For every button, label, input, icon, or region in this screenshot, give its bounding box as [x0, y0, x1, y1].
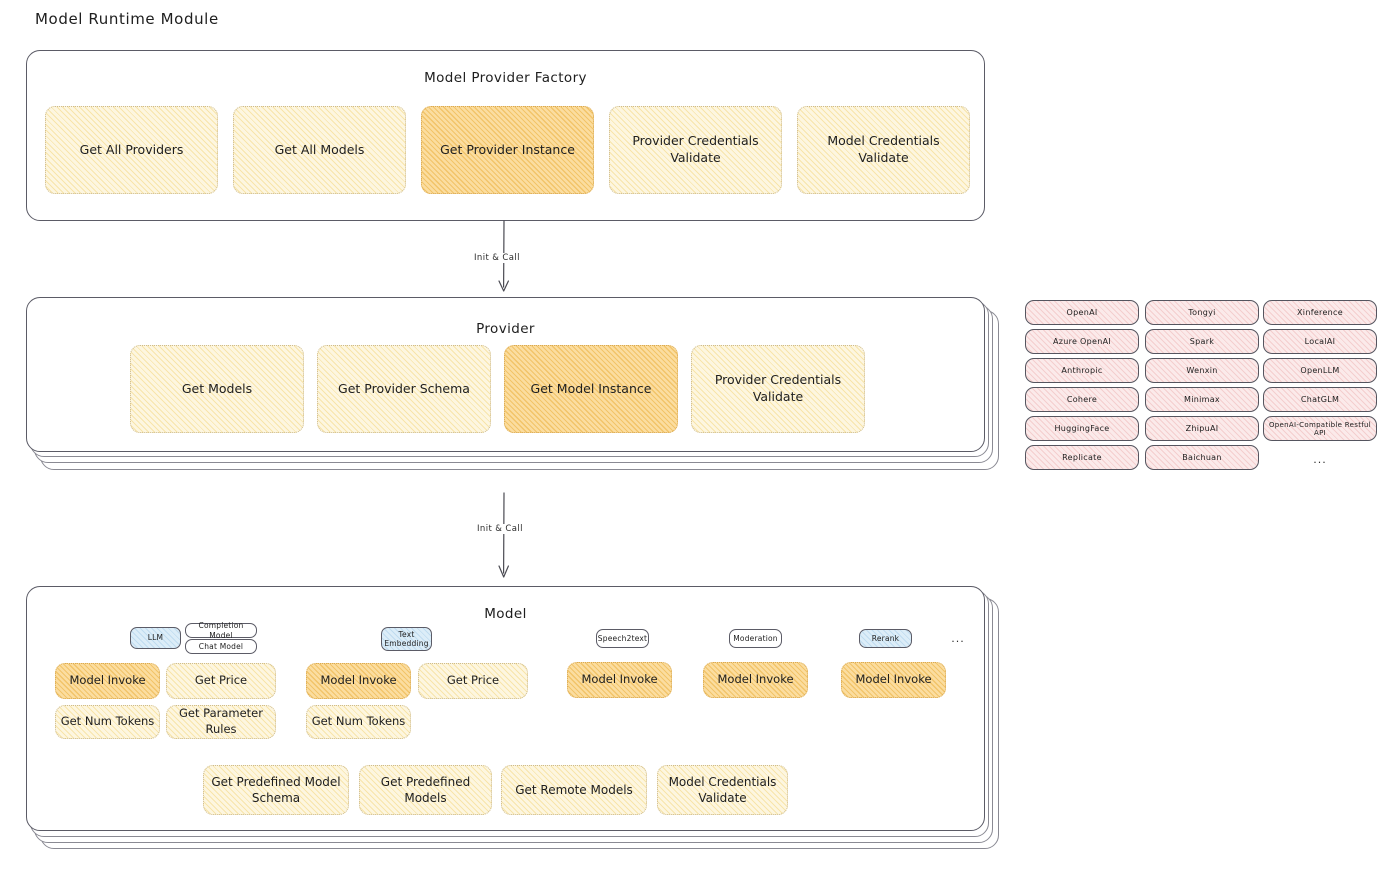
- provider-pill-cohere[interactable]: Cohere: [1025, 387, 1139, 412]
- provider-pill-openai-compatible-restful-api[interactable]: OpenAI-Compatible Restful API: [1263, 416, 1377, 441]
- model-title: Model: [484, 606, 527, 622]
- model-type-badge-speech2text[interactable]: Speech2text: [596, 629, 649, 648]
- factory-item-get-all-models[interactable]: Get All Models: [233, 106, 406, 194]
- llm-method-get-parameter-rules[interactable]: Get Parameter Rules: [166, 705, 276, 739]
- factory-item-get-all-providers[interactable]: Get All Providers: [45, 106, 218, 194]
- provider-pill-anthropic[interactable]: Anthropic: [1025, 358, 1139, 383]
- speech2text-method-model-invoke[interactable]: Model Invoke: [567, 662, 672, 698]
- model-provider-factory-title: Model Provider Factory: [424, 70, 587, 86]
- model-common-method-get-remote-models[interactable]: Get Remote Models: [501, 765, 647, 815]
- moderation-method-model-invoke[interactable]: Model Invoke: [703, 662, 808, 698]
- model-common-method-get-predefined-model-schema[interactable]: Get Predefined Model Schema: [203, 765, 349, 815]
- provider-list-more-ellipsis: ...: [1313, 452, 1327, 466]
- llm-method-get-price[interactable]: Get Price: [166, 663, 276, 699]
- model-type-badge-llm[interactable]: LLM: [130, 627, 181, 649]
- provider-pill-baichuan[interactable]: Baichuan: [1145, 445, 1259, 470]
- factory-item-model-credentials-validate[interactable]: Model Credentials Validate: [797, 106, 970, 194]
- model-common-method-get-predefined-models[interactable]: Get Predefined Models: [359, 765, 492, 815]
- arrow-provider-to-model-label: Init & Call: [474, 524, 526, 534]
- text-embedding-method-get-num-tokens[interactable]: Get Num Tokens: [306, 705, 411, 739]
- model-subtype-badge-chat-model[interactable]: Chat Model: [185, 639, 257, 654]
- model-type-badge-rerank[interactable]: Rerank: [859, 629, 912, 648]
- model-type-badge-text-embedding[interactable]: Text Embedding: [381, 627, 432, 651]
- provider-pill-localai[interactable]: LocalAI: [1263, 329, 1377, 354]
- factory-item-provider-credentials-validate[interactable]: Provider Credentials Validate: [609, 106, 782, 194]
- provider-pill-openllm[interactable]: OpenLLM: [1263, 358, 1377, 383]
- provider-pill-spark[interactable]: Spark: [1145, 329, 1259, 354]
- provider-pill-xinference[interactable]: Xinference: [1263, 300, 1377, 325]
- llm-method-model-invoke[interactable]: Model Invoke: [55, 663, 160, 699]
- page-title: Model Runtime Module: [35, 10, 219, 28]
- model-type-badge-moderation[interactable]: Moderation: [729, 629, 782, 648]
- model-types-more-ellipsis: ...: [951, 631, 965, 645]
- provider-pill-tongyi[interactable]: Tongyi: [1145, 300, 1259, 325]
- provider-item-get-model-instance[interactable]: Get Model Instance: [504, 345, 678, 433]
- rerank-method-model-invoke[interactable]: Model Invoke: [841, 662, 946, 698]
- provider-item-get-models[interactable]: Get Models: [130, 345, 304, 433]
- llm-method-get-num-tokens[interactable]: Get Num Tokens: [55, 705, 160, 739]
- model-common-method-model-credentials-validate[interactable]: Model Credentials Validate: [657, 765, 788, 815]
- provider-pill-huggingface[interactable]: HuggingFace: [1025, 416, 1139, 441]
- provider-pill-azure-openai[interactable]: Azure OpenAI: [1025, 329, 1139, 354]
- provider-title: Provider: [476, 321, 535, 337]
- text-embedding-method-get-price[interactable]: Get Price: [418, 663, 528, 699]
- provider-pill-wenxin[interactable]: Wenxin: [1145, 358, 1259, 383]
- arrow-provider-to-model: [498, 492, 509, 578]
- provider-pill-chatglm[interactable]: ChatGLM: [1263, 387, 1377, 412]
- model-subtype-badge-completion-model[interactable]: Completion Model: [185, 621, 257, 640]
- arrow-factory-to-provider-label: Init & Call: [471, 253, 523, 263]
- provider-item-get-provider-schema[interactable]: Get Provider Schema: [317, 345, 491, 433]
- text-embedding-method-model-invoke[interactable]: Model Invoke: [306, 663, 411, 699]
- factory-item-get-provider-instance[interactable]: Get Provider Instance: [421, 106, 594, 194]
- provider-pill-openai[interactable]: OpenAI: [1025, 300, 1139, 325]
- provider-pill-replicate[interactable]: Replicate: [1025, 445, 1139, 470]
- provider-item-provider-credentials-validate[interactable]: Provider Credentials Validate: [691, 345, 865, 433]
- provider-pill-minimax[interactable]: Minimax: [1145, 387, 1259, 412]
- provider-pill-zhipuai[interactable]: ZhipuAI: [1145, 416, 1259, 441]
